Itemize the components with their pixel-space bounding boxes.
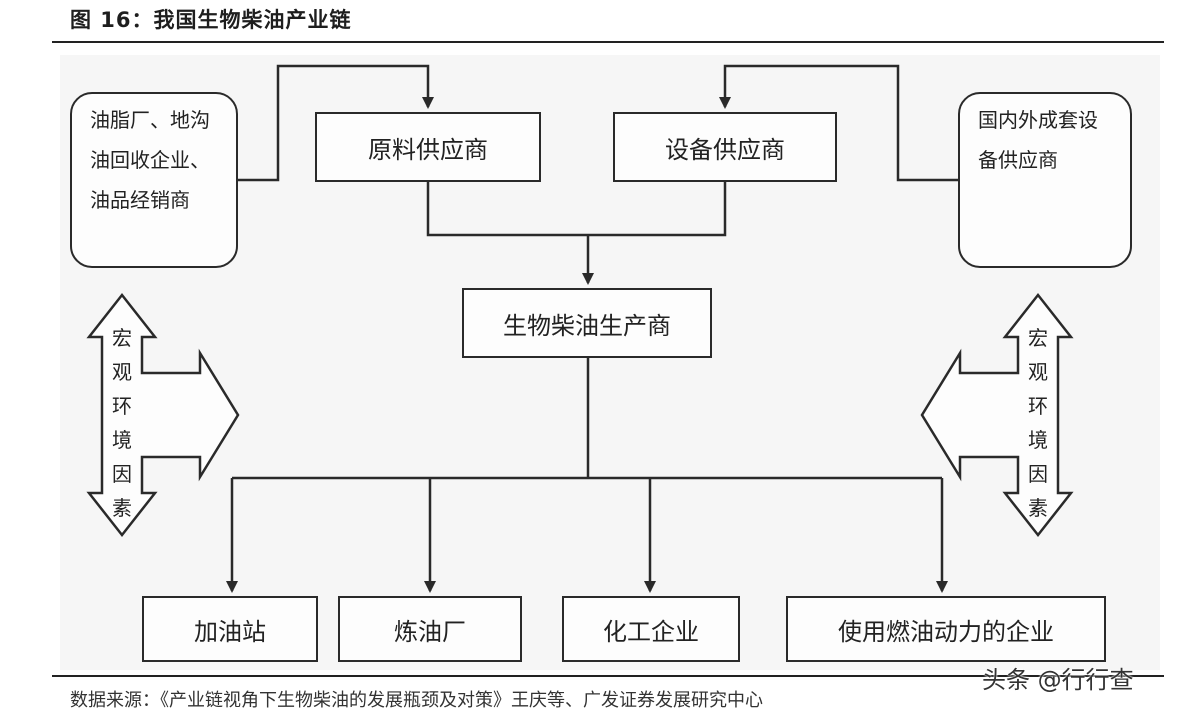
connector-lines (86, 64, 1074, 593)
source-note: 数据来源：《产业链视角下生物柴油的发展瓶颈及对策》王庆等、广发证券发展研究中心 (70, 690, 763, 711)
figure-title: 图 16：我国生物柴油产业链 (70, 8, 352, 32)
equipment-supplier-label: 设备供应商 (665, 135, 785, 164)
right-macro-label: 宏观环境因素 (1028, 326, 1048, 520)
top-rule (52, 41, 1164, 43)
gas-station-box: 加油站 (142, 596, 318, 662)
equipment-supplier-box: 设备供应商 (613, 112, 837, 182)
left-macro-arrow-shape (86, 292, 240, 538)
bottom-rule (52, 675, 1164, 677)
biodiesel-producer-box: 生物柴油生产商 (462, 288, 712, 358)
connector-raw-merge (426, 180, 727, 237)
gas-station-label: 加油站 (194, 617, 266, 646)
chemical-company-label: 化工企业 (603, 617, 699, 646)
equipment-suppliers-right-text: 国内外成套设备供应商 (978, 108, 1098, 172)
watermark: 头条 @行行查 (982, 666, 1134, 694)
connector-right-to-equipment (719, 64, 958, 182)
raw-suppliers-left-text: 油脂厂、地沟油回收企业、油品经销商 (90, 108, 210, 212)
raw-material-supplier-label: 原料供应商 (368, 135, 488, 164)
biodiesel-producer-label: 生物柴油生产商 (503, 311, 671, 340)
raw-material-supplier-box: 原料供应商 (315, 112, 541, 182)
supply-chain-diagram: 油脂厂、地沟油回收企业、油品经销商 原料供应商 设备供应商 国内外成套设备供应商… (60, 55, 1160, 670)
fuel-power-company-label: 使用燃油动力的企业 (838, 617, 1054, 646)
raw-suppliers-left-box: 油脂厂、地沟油回收企业、油品经销商 (70, 92, 238, 268)
refinery-label: 炼油厂 (394, 617, 466, 646)
connector-left-to-raw (238, 64, 434, 182)
left-macro-label: 宏观环境因素 (112, 326, 132, 520)
right-macro-arrow-shape (920, 292, 1074, 538)
refinery-box: 炼油厂 (338, 596, 522, 662)
equipment-suppliers-right-box: 国内外成套设备供应商 (958, 92, 1132, 268)
fuel-power-company-box: 使用燃油动力的企业 (786, 596, 1106, 662)
chemical-company-box: 化工企业 (562, 596, 740, 662)
